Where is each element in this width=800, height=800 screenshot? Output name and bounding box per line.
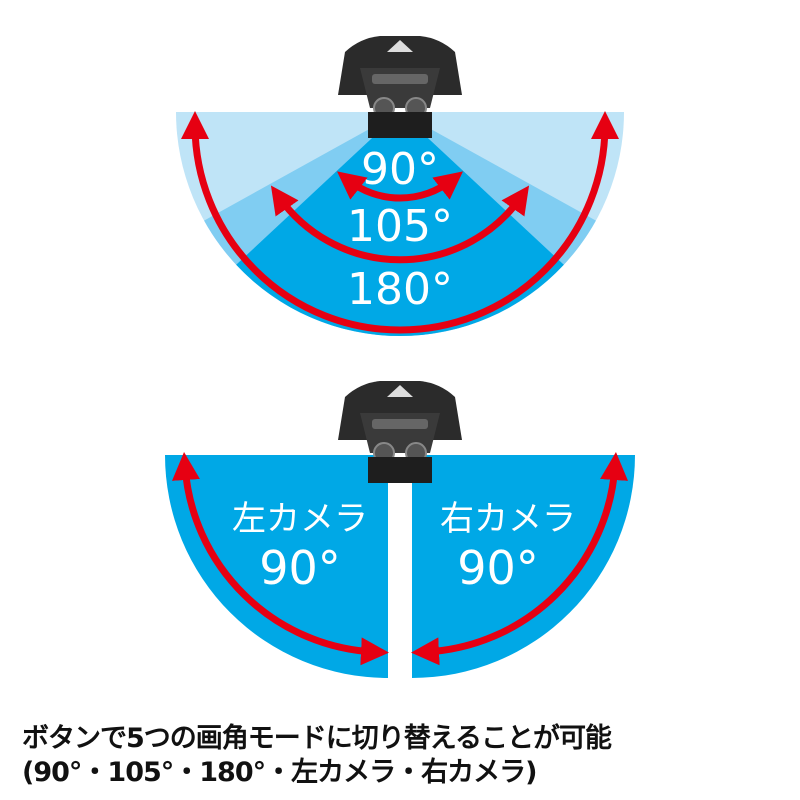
camera-image bbox=[338, 36, 462, 138]
caption-line-2: (90°・105°・180°・左カメラ・右カメラ) bbox=[22, 757, 537, 788]
caption-line-1: ボタンで5つの画角モードに切り替えることが可能 bbox=[22, 723, 612, 754]
left-camera-label: 左カメラ bbox=[232, 499, 368, 539]
arrow-90 bbox=[336, 171, 464, 202]
left-camera-angle: 90° bbox=[259, 541, 341, 595]
fov-90-area bbox=[236, 112, 564, 337]
arrow-180 bbox=[181, 111, 619, 334]
label-90: 90° bbox=[361, 144, 439, 195]
bottom-fov-diagram: 左カメラ 90° 右カメラ 90° bbox=[165, 381, 635, 678]
label-180: 180° bbox=[347, 264, 453, 315]
label-105: 105° bbox=[347, 201, 453, 252]
arrow-left-camera bbox=[172, 452, 389, 666]
arrow-105 bbox=[270, 185, 530, 264]
right-camera-label: 右カメラ bbox=[440, 499, 576, 539]
arrow-right-camera bbox=[411, 452, 628, 666]
top-fov-diagram: 90° 105° 180° bbox=[176, 36, 624, 337]
camera-image bbox=[338, 381, 462, 483]
right-camera-angle: 90° bbox=[457, 541, 539, 595]
